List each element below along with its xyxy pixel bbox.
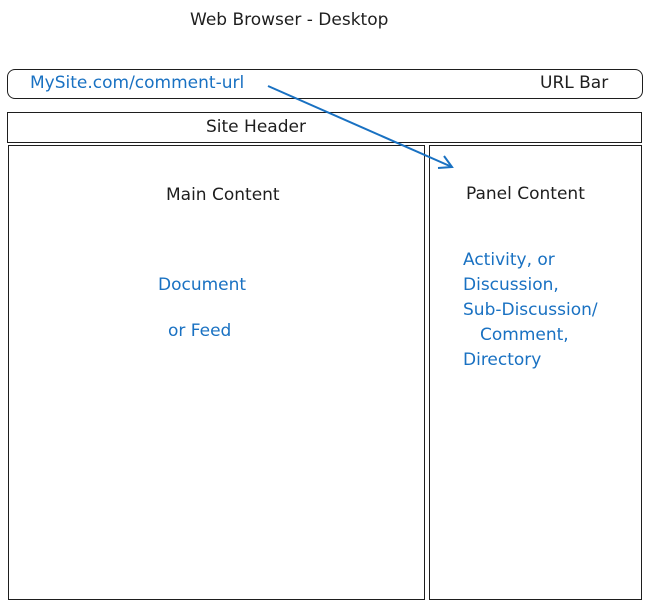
panel-line: Directory xyxy=(463,350,542,370)
arrow-head-icon xyxy=(437,155,454,169)
panel-line: Activity, or xyxy=(463,250,555,270)
url-bar-label: URL Bar xyxy=(540,73,609,93)
site-header-label: Site Header xyxy=(206,117,306,137)
arrow-line xyxy=(267,85,453,168)
panel-line: Comment, xyxy=(480,325,569,345)
main-content-title: Main Content xyxy=(166,185,280,205)
main-content-line-1: Document xyxy=(158,275,247,295)
panel-content-title: Panel Content xyxy=(466,184,585,204)
panel-line: Sub-Discussion/ xyxy=(463,300,598,320)
url-text: MySite.com/comment-url xyxy=(30,73,245,93)
diagram-title: Web Browser - Desktop xyxy=(190,10,389,30)
main-content-area xyxy=(8,145,425,600)
panel-content-area xyxy=(429,145,642,600)
panel-line: Discussion, xyxy=(463,275,559,295)
main-content-line-2: or Feed xyxy=(168,321,232,341)
site-header xyxy=(7,112,642,143)
url-bar[interactable] xyxy=(7,69,643,99)
